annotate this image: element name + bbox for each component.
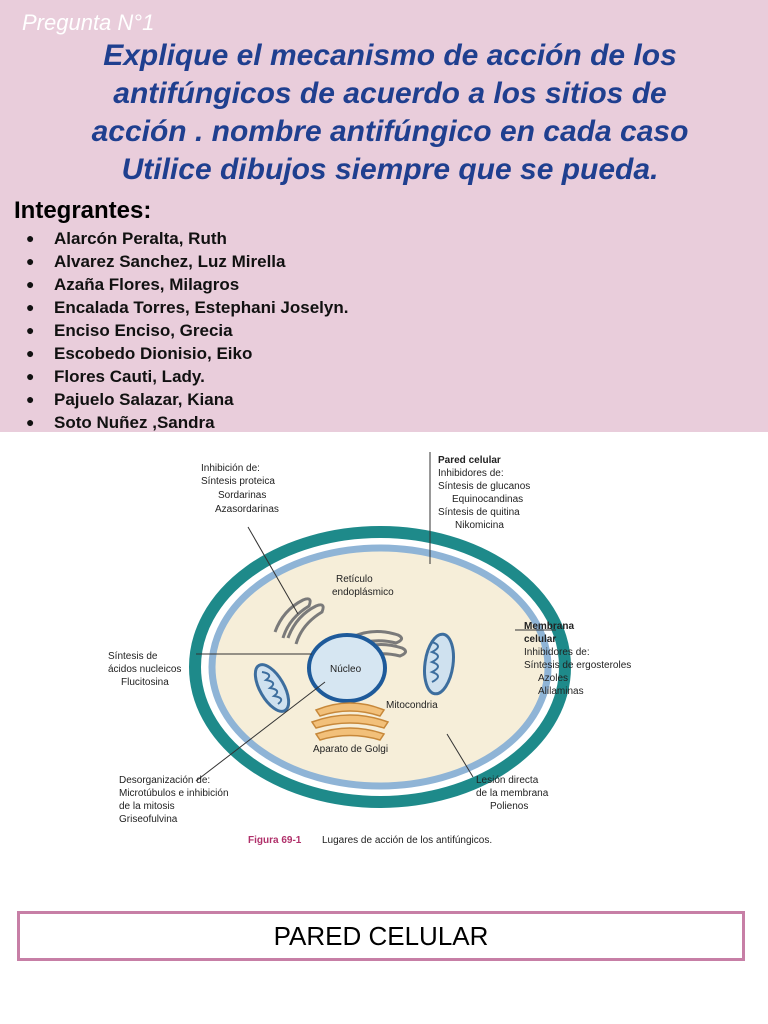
header-band: Pregunta N°1 Explique el mecanismo de ac… xyxy=(0,0,768,432)
annotation-line: Nikomicina xyxy=(455,520,504,531)
annotation-line: Sordarinas xyxy=(218,490,266,501)
annotation-line: Inhibidores de: xyxy=(524,647,590,658)
bullet-icon: ● xyxy=(26,276,35,292)
member-item: ● Encalada Torres, Estephani Joselyn. xyxy=(0,296,348,319)
golgi-shape xyxy=(310,702,390,741)
bullet-icon: ● xyxy=(26,414,35,430)
question-number: Pregunta N°1 xyxy=(22,10,155,35)
member-name: Alvarez Sanchez, Luz Mirella xyxy=(54,252,286,271)
golgi-label: Aparato de Golgi xyxy=(313,744,388,755)
annotation-line: Lesión directa xyxy=(476,775,539,786)
leader-lines xyxy=(195,452,556,782)
annotation-line: Inhibición de: xyxy=(201,463,260,474)
mitochondria-label: Mitocondria xyxy=(386,700,438,711)
question-line: Utilice dibujos siempre que se pueda. xyxy=(121,153,659,186)
section-label-box: PARED CELULAR xyxy=(17,911,745,961)
annotation-line: Griseofulvina xyxy=(119,814,178,825)
annotation-line: Alilaminas xyxy=(538,686,584,697)
nucleus-shape xyxy=(307,633,387,703)
member-item: ● Escobedo Dionisio, Eiko xyxy=(0,342,348,365)
member-item: ● Alvarez Sanchez, Luz Mirella xyxy=(0,250,348,273)
bullet-icon: ● xyxy=(26,299,35,315)
members-list: ● Alarcón Peralta, Ruth ● Alvarez Sanchez,… xyxy=(0,227,348,434)
bullet-icon: ● xyxy=(26,345,35,361)
annotation-line: Desorganización de: xyxy=(119,775,210,786)
member-name: Encalada Torres, Estephani Joselyn. xyxy=(54,298,349,317)
member-item: ● Enciso Enciso, Grecia xyxy=(0,319,348,342)
annotation-title: Membrana xyxy=(524,621,574,632)
member-name: Azaña Flores, Milagros xyxy=(54,275,240,294)
annotation-line: Síntesis de xyxy=(108,651,158,662)
annotation-line: Polienos xyxy=(490,801,528,812)
annotation-line: Síntesis de ergosteroles xyxy=(524,660,631,671)
member-name: Enciso Enciso, Grecia xyxy=(54,321,233,340)
reticulum-label-line: endoplásmico xyxy=(332,587,394,598)
figure-caption-number: Figura 69-1 xyxy=(248,835,302,846)
annotation-line: Síntesis proteica xyxy=(201,476,275,487)
question-text: Explique el mecanismo de acción de los a… xyxy=(40,37,740,189)
annotation-line: Síntesis de quitina xyxy=(438,507,520,518)
annotation-line: Azoles xyxy=(538,673,568,684)
mitochondria-shape xyxy=(253,632,455,713)
bullet-icon: ● xyxy=(26,391,35,407)
section-label: PARED CELULAR xyxy=(273,921,489,951)
question-line: antifúngicos de acuerdo a los sitios de xyxy=(113,77,667,110)
member-item: ● Azaña Flores, Milagros xyxy=(0,273,348,296)
member-name: Pajuelo Salazar, Kiana xyxy=(54,390,234,409)
bullet-icon: ● xyxy=(26,322,35,338)
reticulum-label-line: Retículo xyxy=(336,574,373,585)
annotation-title: Pared celular xyxy=(438,455,501,466)
annotation-title: celular xyxy=(524,634,556,645)
member-name: Alarcón Peralta, Ruth xyxy=(54,229,227,248)
annotation-line: de la membrana xyxy=(476,788,549,799)
antifungal-sites-figure: Retículo endoplásmico Núcleo Mitocondria… xyxy=(108,452,631,846)
annotation-line: de la mitosis xyxy=(119,801,175,812)
bullet-icon: ● xyxy=(26,230,35,246)
annotation-line: Equinocandinas xyxy=(452,494,523,505)
member-name: Flores Cauti, Lady. xyxy=(54,367,205,386)
annotation-line: Flucitosina xyxy=(121,677,169,688)
question-line: Explique el mecanismo de acción de los xyxy=(103,39,677,72)
member-name: Escobedo Dionisio, Eiko xyxy=(54,344,253,363)
annotation-line: ácidos nucleicos xyxy=(108,664,181,675)
member-item: ● Alarcón Peralta, Ruth xyxy=(0,227,348,250)
member-name: Soto Nuñez ,Sandra xyxy=(54,413,215,432)
annotation-line: Inhibidores de: xyxy=(438,468,504,479)
members-title: Integrantes: xyxy=(14,197,152,224)
figure-caption-text: Lugares de acción de los antifúngicos. xyxy=(322,835,492,846)
annotation-line: Microtúbulos e inhibición xyxy=(119,788,229,799)
member-item: ● Soto Nuñez ,Sandra xyxy=(0,411,348,434)
bullet-icon: ● xyxy=(26,368,35,384)
annotation-line: Síntesis de glucanos xyxy=(438,481,530,492)
member-item: ● Flores Cauti, Lady. xyxy=(0,365,348,388)
question-line: acción . nombre antifúngico en cada caso xyxy=(91,115,689,148)
nucleus-label: Núcleo xyxy=(330,664,362,675)
bullet-icon: ● xyxy=(26,253,35,269)
annotation-line: Azasordarinas xyxy=(215,504,279,515)
member-item: ● Pajuelo Salazar, Kiana xyxy=(0,388,348,411)
